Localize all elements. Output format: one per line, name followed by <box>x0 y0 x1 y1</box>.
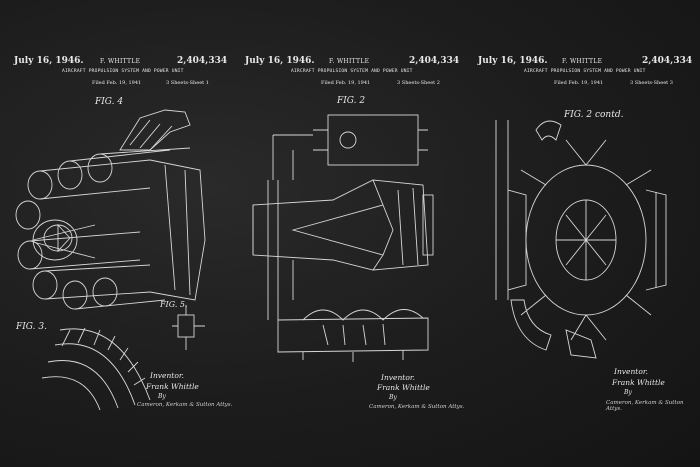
engine-drawing-fig4 <box>15 109 206 411</box>
inventor-signature: Frank Whittle <box>146 382 199 391</box>
patent-inventor-name: F. WHITTLE <box>100 58 141 65</box>
patent-date: July 16, 1946. <box>478 56 548 66</box>
patent-sheet-info: 3 Sheets-Sheet 3 <box>630 80 673 86</box>
figure-label: FIG. 3. <box>16 322 47 332</box>
figure-label: FIG. 4 <box>95 97 124 107</box>
by-label: By <box>389 394 397 401</box>
patent-number: 2,404,334 <box>409 56 460 66</box>
patent-title: AIRCRAFT PROPULSION SYSTEM AND POWER UNI… <box>62 69 184 74</box>
patent-sheet-1: July 16, 1946. F. WHITTLE 2,404,334 AIRC… <box>0 0 233 467</box>
patent-title: AIRCRAFT PROPULSION SYSTEM AND POWER UNI… <box>524 69 646 74</box>
inventor-signature: Frank Whittle <box>612 378 665 387</box>
attorneys-signature: Cameron, Kerkam & Sutton Attys. <box>369 404 465 410</box>
patent-sheet-2: July 16, 1946. F. WHITTLE 2,404,334 AIRC… <box>233 0 466 467</box>
engine-drawing-fig2 <box>252 114 434 362</box>
patent-number: 2,404,334 <box>177 56 228 66</box>
patent-inventor-name: F. WHITTLE <box>562 58 603 65</box>
figure-label: FIG. 5. <box>160 300 188 309</box>
figure-label: FIG. 2 <box>337 96 366 106</box>
by-label: By <box>158 393 166 400</box>
attorneys-signature: Cameron, Kerkam & Sutton Attys. <box>606 400 684 412</box>
figure-label: FIG. 2 contd. <box>564 110 624 120</box>
patent-inventor-name: F. WHITTLE <box>329 58 370 65</box>
patent-title: AIRCRAFT PROPULSION SYSTEM AND POWER UNI… <box>291 69 413 74</box>
patent-date: July 16, 1946. <box>245 56 315 66</box>
patent-sheet-info: 3 Sheets-Sheet 1 <box>166 80 209 86</box>
inventor-label: Inventor. <box>150 371 184 380</box>
by-label: By <box>624 389 632 396</box>
patent-filed-date: Filed Feb. 19, 1941 <box>92 80 142 86</box>
attorneys-signature: Cameron, Kerkam & Sutton Attys. <box>137 402 233 408</box>
patent-sheet-3: July 16, 1946. F. WHITTLE 2,404,334 AIRC… <box>466 0 699 467</box>
patent-filed-date: Filed Feb. 19, 1941 <box>321 80 371 86</box>
inventor-signature: Frank Whittle <box>377 383 430 392</box>
engine-drawing-fig2-contd <box>495 120 667 359</box>
patent-number: 2,404,334 <box>642 56 693 66</box>
patent-date: July 16, 1946. <box>14 56 84 66</box>
patent-sheet-info: 3 Sheets-Sheet 2 <box>397 80 440 86</box>
inventor-label: Inventor. <box>381 373 415 382</box>
patent-filed-date: Filed Feb. 19, 1941 <box>554 80 604 86</box>
inventor-label: Inventor. <box>614 367 648 376</box>
